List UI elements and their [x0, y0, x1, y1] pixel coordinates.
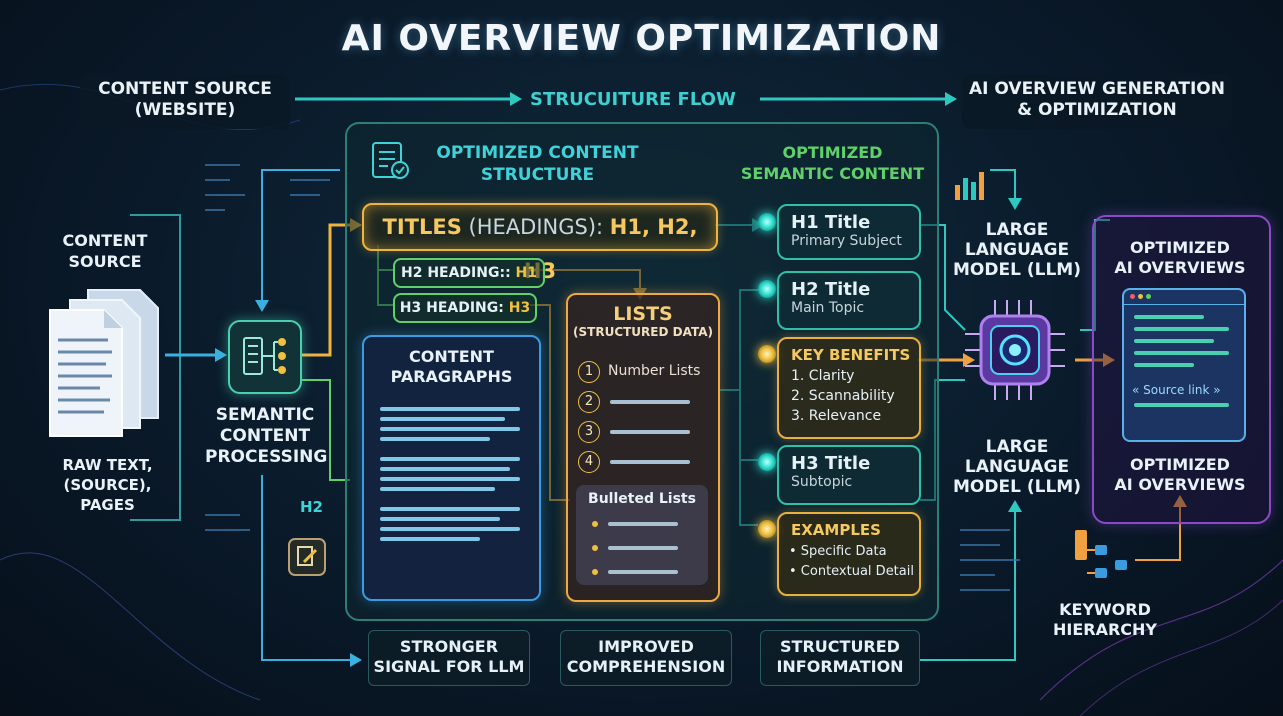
semantic-processing-label: SEMANTIC CONTENT PROCESSING [205, 405, 328, 467]
h3-title-box: H3 Title Subtopic [777, 445, 921, 505]
raw-text-label: RAW TEXT, (SOURCE), PAGES [62, 456, 153, 514]
benefits-node [758, 345, 776, 363]
semantic-processing-icon [228, 320, 302, 394]
bulleted-lists-box: Bulleted Lists [576, 485, 708, 585]
structured-information-box: STRUCTURED INFORMATION [760, 630, 920, 686]
titles-mid: (HEADINGS): [461, 215, 610, 239]
ai-overview-generation-header: AI OVERVIEW GENERATION & OPTIMIZATION [962, 75, 1232, 129]
number-list-label: Number Lists [608, 363, 701, 379]
h2-title-box: H2 Title Main Topic [777, 271, 921, 330]
h2-heading-tag: H1 [515, 265, 538, 281]
stronger-signal-box: STRONGER SIGNAL FOR LLM [368, 630, 530, 686]
number-2: 2 [578, 391, 600, 413]
h1-title-box: H1 Title Primary Subject [777, 204, 921, 260]
llm-label-bottom: LARGE LANGUAGE MODEL (LLM) [953, 437, 1081, 497]
key-benefits-box: KEY BENEFITS 1. Clarity 2. Scannability … [777, 337, 921, 439]
h1-node [758, 213, 776, 231]
content-source-header: CONTENT SOURCE (WEBSITE) [80, 75, 290, 129]
h2-tag: H2 [300, 498, 323, 516]
lists-title: LISTS [613, 303, 673, 325]
structure-title: OPTIMIZED CONTENT STRUCTURE [436, 143, 639, 185]
h2-heading-label: H2 HEADING:: [400, 265, 516, 281]
example-1: • Specific Data [789, 544, 887, 559]
keyword-hierarchy-label: KEYWORD HIERARCHY [1052, 600, 1157, 639]
h2-heading-box: H2 HEADING:: H1 [393, 258, 545, 288]
content-paragraphs-box: CONTENT PARAGRAPHS [362, 335, 541, 601]
paragraph-lines [364, 387, 539, 541]
h3-heading-tag: H3 [508, 300, 531, 316]
structure-flow-label: STRUCUITURE FLOW [530, 89, 736, 110]
document-icon [48, 288, 160, 438]
bar-chart-icon [955, 172, 984, 200]
number-1: 1 [578, 361, 600, 383]
h2-title: H2 Title [791, 279, 871, 300]
h3-heading-label: H3 HEADING: [399, 300, 509, 316]
example-2: • Contextual Detail [789, 564, 914, 579]
bulleted-lists-label: Bulleted Lists [588, 491, 696, 507]
h2-sub: Main Topic [791, 300, 865, 316]
source-link[interactable]: « Source link » [1132, 383, 1221, 397]
ai-overviews-bottom-label: OPTIMIZED AI OVERVIEWS [1114, 455, 1246, 494]
content-source-label: CONTENT SOURCE [62, 231, 148, 271]
benefit-2: 2. Scannability [791, 388, 895, 404]
paragraphs-title: CONTENT PARAGRAPHS [390, 347, 513, 386]
h3-heading-box: H3 HEADING: H3 [393, 293, 537, 323]
checklist-icon [370, 140, 412, 186]
browser-window-icon: « Source link » [1122, 288, 1246, 442]
h1-sub: Primary Subject [791, 233, 902, 249]
number-3: 3 [578, 421, 600, 443]
improved-comprehension-box: IMPROVED COMPREHENSION [560, 630, 732, 686]
benefits-title: KEY BENEFITS [791, 346, 911, 364]
number-4: 4 [578, 451, 600, 473]
llm-chip-icon [965, 300, 1065, 400]
page-title: AI OVERVIEW OPTIMIZATION [341, 18, 942, 59]
ai-overviews-top-label: OPTIMIZED AI OVERVIEWS [1114, 238, 1246, 277]
examples-box: EXAMPLES • Specific Data • Contextual De… [777, 512, 921, 596]
hierarchy-icon [1075, 530, 1127, 578]
semantic-title: OPTIMIZED SEMANTIC CONTENT [740, 143, 925, 183]
benefit-1: 1. Clarity [791, 368, 855, 384]
h3-sub: Subtopic [791, 474, 853, 490]
h2-node [758, 280, 776, 298]
h3-title: H3 Title [791, 453, 871, 474]
examples-node [758, 520, 776, 538]
examples-title: EXAMPLES [791, 521, 881, 539]
llm-label-top: LARGE LANGUAGE MODEL (LLM) [953, 220, 1081, 280]
lists-box: LISTS (STRUCTURED DATA) 1 Number Lists 2… [566, 293, 720, 602]
titles-word: TITLES [382, 215, 462, 239]
h3-node [758, 453, 776, 471]
benefit-3: 3. Relevance [791, 408, 882, 424]
lists-subtitle: (STRUCTURED DATA) [573, 325, 713, 339]
h1-title: H1 Title [791, 212, 871, 233]
edit-doc-icon [288, 538, 326, 576]
titles-box: TITLES (HEADINGS): H1, H2, H3 [362, 203, 718, 283]
